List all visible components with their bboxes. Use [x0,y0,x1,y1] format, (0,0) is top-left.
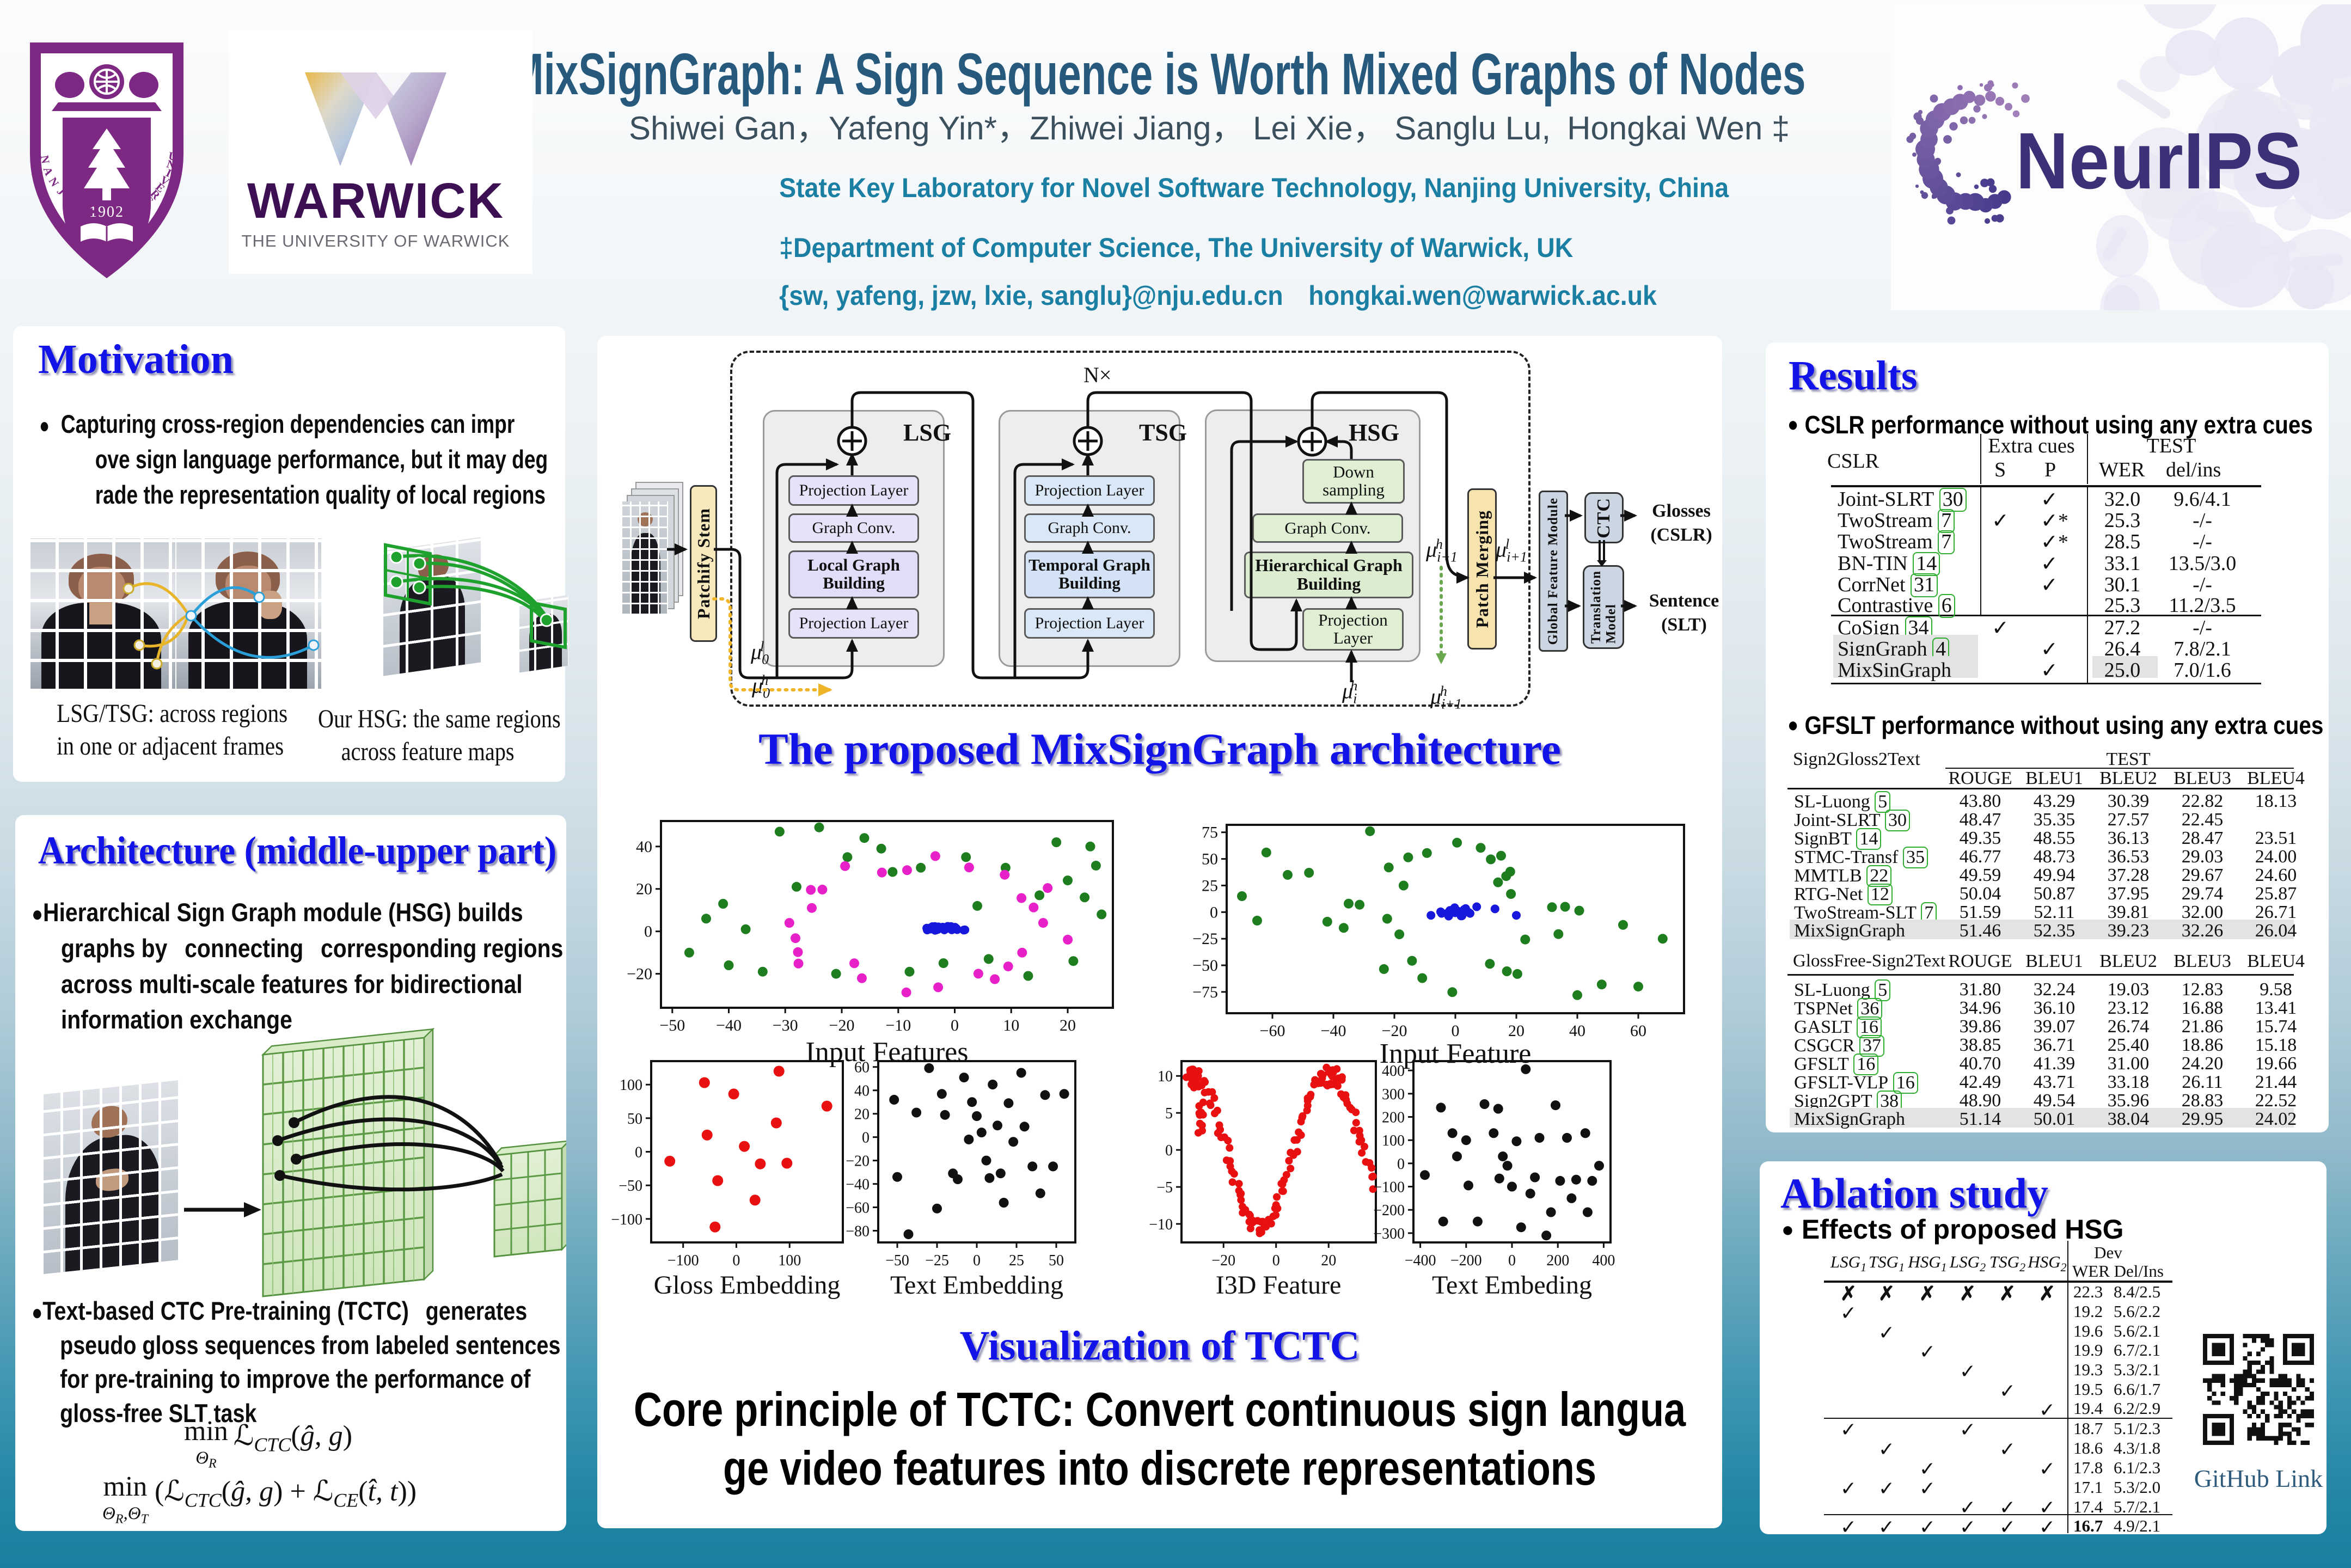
svg-text:WARWICK: WARWICK [247,173,504,229]
svg-text:200: 200 [1382,1110,1405,1126]
svg-text:−5: −5 [1156,1179,1173,1196]
svg-text:−100: −100 [611,1211,642,1228]
svg-text:U: U [168,149,178,163]
svg-text:−200: −200 [1373,1202,1405,1219]
svg-text:−50: −50 [885,1252,909,1269]
svg-text:−200: −200 [1450,1252,1482,1269]
svg-text:100: 100 [1382,1132,1405,1149]
svg-text:−20: −20 [846,1153,870,1170]
svg-text:0: 0 [1508,1252,1516,1269]
svg-text:0: 0 [862,1130,870,1147]
svg-text:10: 10 [1003,1016,1019,1034]
svg-text:−20: −20 [627,965,652,983]
svg-text:−50: −50 [659,1016,685,1034]
svg-text:THE UNIVERSITY OF WARWICK: THE UNIVERSITY OF WARWICK [242,231,510,250]
svg-text:50: 50 [627,1111,642,1128]
svg-text:−50: −50 [1192,957,1218,975]
svg-text:0: 0 [973,1252,981,1269]
svg-text:0: 0 [732,1252,740,1269]
svg-text:25: 25 [1009,1252,1024,1269]
svg-text:NeurIPS: NeurIPS [2016,116,2303,205]
svg-text:0: 0 [951,1016,959,1034]
svg-text:−40: −40 [846,1177,870,1193]
svg-text:60: 60 [1630,1022,1646,1040]
svg-text:−10: −10 [885,1016,911,1034]
svg-text:−10: −10 [1149,1216,1173,1233]
svg-text:0: 0 [1452,1022,1460,1040]
svg-text:−60: −60 [1260,1022,1285,1040]
svg-text:300: 300 [1382,1086,1405,1103]
svg-text:0: 0 [644,923,652,941]
svg-text:50: 50 [1202,850,1218,868]
svg-text:0: 0 [1210,903,1218,921]
svg-text:200: 200 [1546,1252,1569,1269]
svg-text:−25: −25 [925,1252,949,1269]
svg-text:−400: −400 [1405,1252,1436,1269]
svg-text:400: 400 [1382,1063,1405,1080]
svg-text:40: 40 [1569,1022,1585,1040]
svg-text:25: 25 [1202,877,1218,895]
svg-text:−25: −25 [1192,930,1218,948]
svg-text:20: 20 [1060,1016,1076,1034]
svg-text:−100: −100 [1373,1179,1405,1196]
svg-text:0: 0 [1165,1142,1173,1159]
svg-text:0: 0 [635,1144,642,1161]
svg-text:G: G [85,202,97,217]
svg-text:−40: −40 [1321,1022,1346,1040]
svg-text:10: 10 [1158,1068,1173,1085]
svg-text:N: N [165,157,177,172]
svg-text:−20: −20 [829,1016,855,1034]
svg-text:50: 50 [1049,1252,1064,1269]
svg-text:75: 75 [1202,824,1218,842]
svg-text:−60: −60 [846,1200,870,1217]
svg-text:−50: −50 [619,1178,642,1195]
svg-text:Y: Y [119,206,134,218]
svg-text:100: 100 [778,1252,801,1269]
svg-text:60: 60 [854,1059,870,1076]
svg-text:1902: 1902 [89,204,124,220]
svg-text:0: 0 [1397,1156,1405,1173]
svg-text:20: 20 [1321,1252,1336,1269]
svg-text:−30: −30 [773,1016,798,1034]
svg-text:N: N [38,154,52,164]
svg-text:20: 20 [854,1106,870,1123]
svg-text:40: 40 [854,1083,870,1100]
svg-text:0: 0 [1272,1252,1280,1269]
svg-text:20: 20 [1508,1022,1525,1040]
svg-text:−20: −20 [1382,1022,1407,1040]
svg-text:5: 5 [1165,1105,1173,1122]
svg-text:−300: −300 [1373,1226,1405,1242]
svg-text:−40: −40 [716,1016,742,1034]
svg-text:40: 40 [636,838,652,856]
svg-text:−75: −75 [1192,983,1218,1001]
svg-text:400: 400 [1592,1252,1615,1269]
svg-text:−100: −100 [668,1252,699,1269]
svg-text:−80: −80 [846,1223,870,1240]
svg-text:20: 20 [636,880,652,898]
svg-text:−20: −20 [1211,1252,1235,1269]
svg-text:100: 100 [620,1077,642,1094]
